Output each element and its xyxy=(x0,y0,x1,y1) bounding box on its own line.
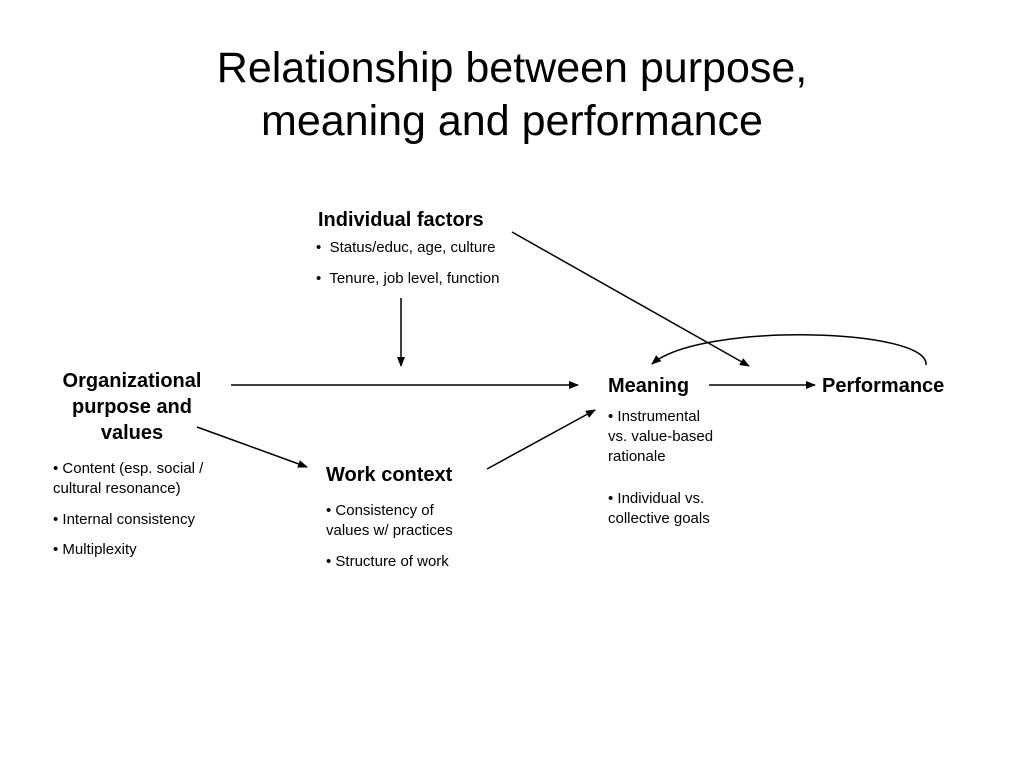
individual-factors-bullet-1: • Status/educ, age, culture xyxy=(316,239,496,256)
organizational-bullet-1: • Content (esp. social / cultural resona… xyxy=(53,459,203,499)
work-context-bullet-1-line-1: • Consistency of xyxy=(326,502,434,519)
meaning-bullet-2-line-2: collective goals xyxy=(608,510,710,527)
slide-title: Relationship between purpose, meaning an… xyxy=(112,42,912,148)
meaning-bullet-2-line-1: • Individual vs. xyxy=(608,490,705,507)
work-context-bullet-1-line-2: values w/ practices xyxy=(326,522,453,539)
organizational-heading-line-2: purpose and xyxy=(71,396,192,418)
performance-heading: Performance xyxy=(822,375,945,397)
organizational-bullet-3: • Multiplexity xyxy=(53,541,137,558)
title-line-2: meaning and performance xyxy=(261,97,763,145)
meaning-heading: Meaning xyxy=(608,375,690,397)
work-context-bullet-1: • Consistency of values w/ practices xyxy=(326,501,453,541)
meaning-bullet-1-line-3: rationale xyxy=(608,448,666,465)
individual-factors-bullet-2: • Tenure, job level, function xyxy=(316,270,500,287)
organizational-bullet-1-line-1: • Content (esp. social / xyxy=(53,460,204,477)
meaning-bullet-1: • Instrumental vs. value-based rationale xyxy=(608,407,713,467)
organizational-heading-line-1: Organizational xyxy=(62,370,202,392)
organizational-bullet-2: • Internal consistency xyxy=(53,511,195,528)
organizational-bullet-1-line-2: cultural resonance) xyxy=(53,480,181,497)
arrow-individual-to-meaning-link xyxy=(511,231,750,367)
meaning-bullet-1-line-2: vs. value-based xyxy=(608,428,714,445)
work-context-bullet-2: • Structure of work xyxy=(326,553,449,570)
organizational-heading: Organizational purpose and values xyxy=(46,368,218,446)
title-line-1: Relationship between purpose, xyxy=(216,44,808,92)
arrow-performance-feedback-curve xyxy=(651,334,927,366)
arrow-org-to-work-context xyxy=(196,426,308,468)
meaning-bullet-1-line-1: • Instrumental xyxy=(608,408,700,425)
individual-factors-heading: Individual factors xyxy=(318,209,484,231)
work-context-heading: Work context xyxy=(326,464,453,486)
meaning-bullet-2: • Individual vs. collective goals xyxy=(608,489,710,529)
arrow-work-context-to-meaning xyxy=(486,409,596,470)
organizational-heading-line-3: values xyxy=(100,422,164,444)
